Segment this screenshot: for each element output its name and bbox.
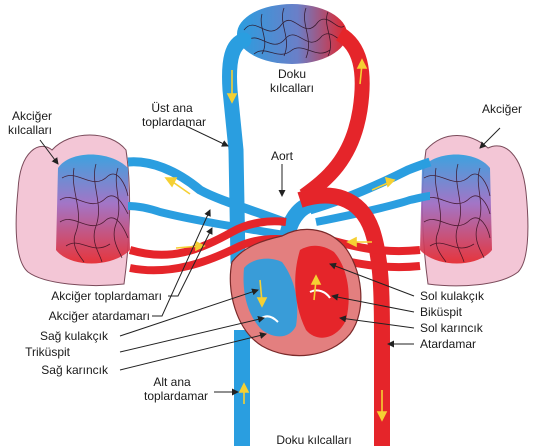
label-doku-top-1: Doku	[278, 67, 306, 81]
flow-arrows	[164, 58, 396, 422]
label-akciger-toplardamari: Akciğer toplardamarı	[51, 289, 162, 303]
leader-lines	[39, 125, 501, 396]
label-sol-karincik: Sol karıncık	[420, 321, 484, 335]
label-ust-ana-2: toplardamar	[142, 115, 206, 129]
label-doku-top-2: kılcalları	[270, 81, 314, 95]
labels: Doku kılcalları Akciğer kılcalları Üst a…	[8, 67, 522, 446]
label-alt-ana-2: toplardamar	[144, 389, 208, 403]
label-alt-ana-1: Alt ana	[153, 375, 191, 389]
label-sol-kulakcik: Sol kulakçık	[420, 289, 485, 303]
label-atardamar: Atardamar	[420, 337, 476, 351]
tissue-capillaries-top	[237, 4, 347, 64]
label-akciger-left-1: Akciğer	[12, 109, 52, 123]
label-doku-bottom: Doku kılcalları	[276, 433, 351, 446]
label-sag-kulakcik: Sağ kulakçık	[40, 329, 109, 343]
label-ust-ana-1: Üst ana	[151, 101, 193, 115]
label-trikuspit: Triküspit	[25, 345, 71, 359]
left-lung-capillaries	[56, 154, 130, 264]
label-akciger-left-2: kılcalları	[8, 123, 52, 137]
label-akciger-atardamari: Akciğer atardamarı	[49, 309, 150, 323]
label-sag-karincik: Sağ karıncık	[41, 363, 109, 377]
label-bikuspit: Biküspit	[420, 305, 463, 319]
heart	[229, 228, 362, 357]
label-aort: Aort	[271, 149, 294, 163]
right-lung-capillaries	[420, 154, 492, 264]
label-akciger-right: Akciğer	[482, 102, 522, 116]
red-vessels	[128, 27, 421, 446]
